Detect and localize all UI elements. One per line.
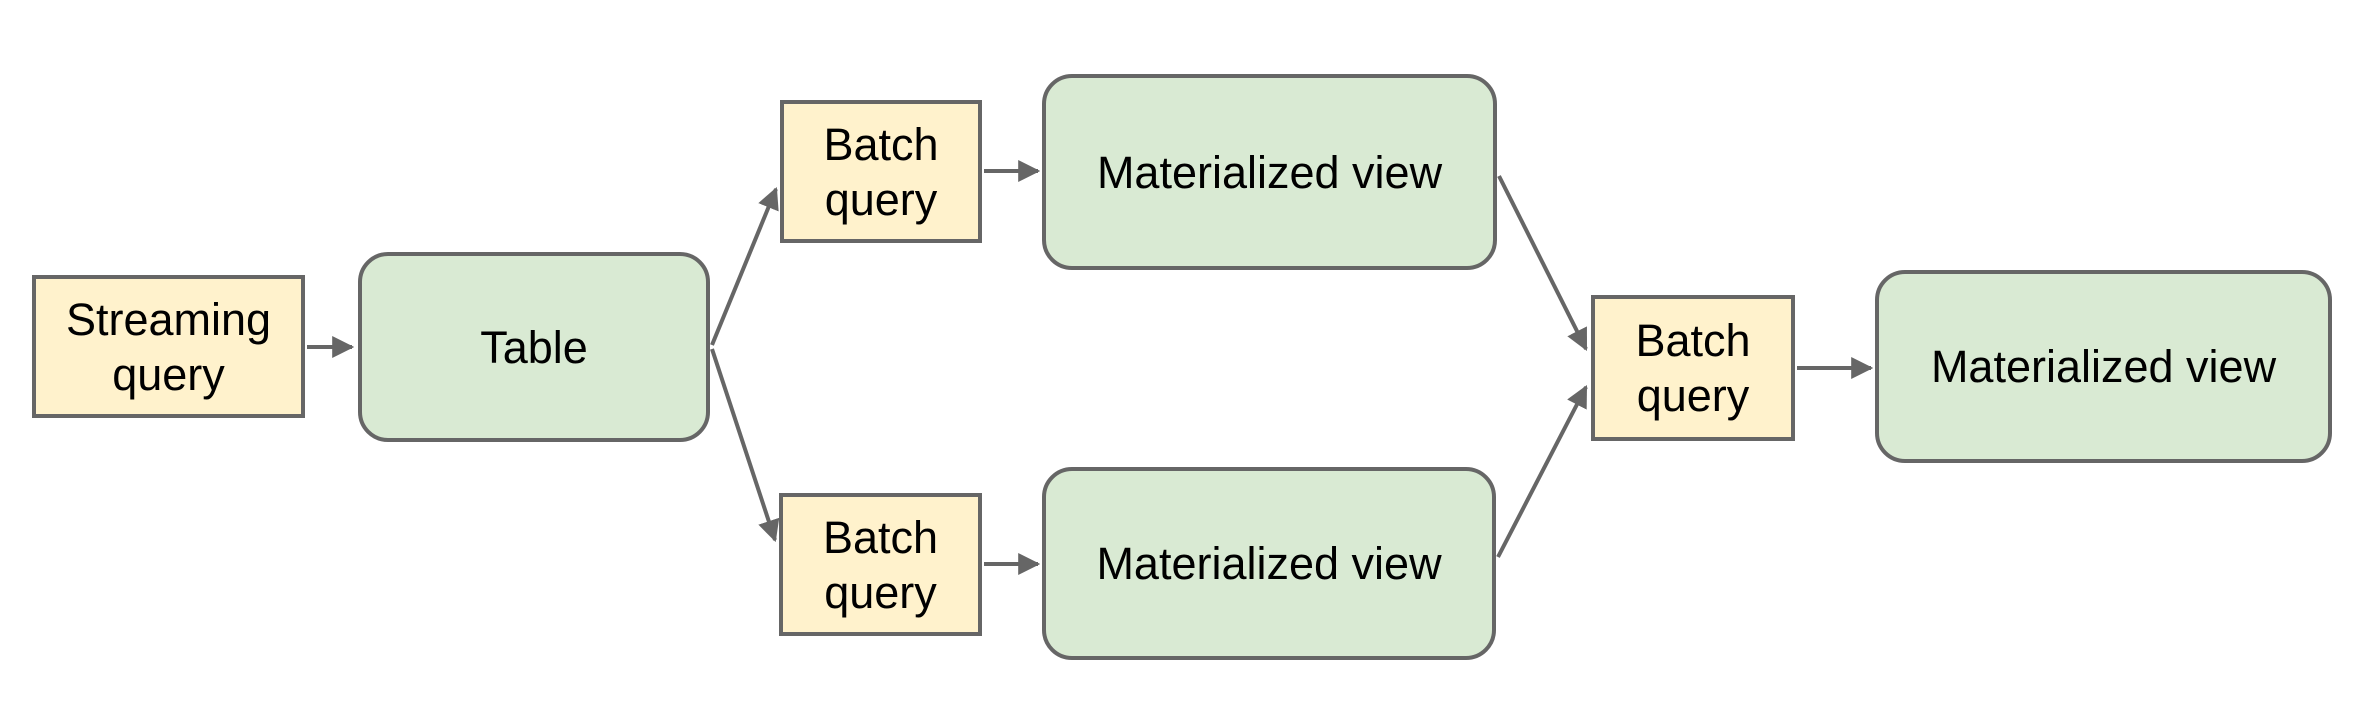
edge-mv-top-to-batch-final xyxy=(1497,175,1588,351)
node-batch-query-bottom-label: Batch query xyxy=(822,511,939,618)
node-batch-query-top-label: Batch query xyxy=(823,118,939,225)
node-streaming-query: Streaming query xyxy=(32,275,305,418)
node-batch-query-final-label: Batch query xyxy=(1635,315,1751,421)
node-batch-query-bottom: Batch query xyxy=(779,493,982,636)
edge-table-to-batch-bottom xyxy=(710,348,780,543)
node-streaming-query-label: Streaming query xyxy=(65,293,272,400)
node-materialized-view-bottom: Materialized view xyxy=(1042,467,1496,660)
edge-table-to-batch-top xyxy=(710,186,779,346)
edge-mv-bottom-to-batch-final xyxy=(1496,385,1588,558)
node-table-label: Table xyxy=(480,321,588,373)
node-materialized-view-final: Materialized view xyxy=(1875,270,2332,463)
node-materialized-view-bottom-label: Materialized view xyxy=(1096,538,1442,589)
node-materialized-view-top-label: Materialized view xyxy=(1096,146,1443,198)
node-table: Table xyxy=(358,252,710,442)
node-batch-query-top: Batch query xyxy=(780,100,982,243)
node-materialized-view-top: Materialized view xyxy=(1042,74,1497,270)
node-materialized-view-final-label: Materialized view xyxy=(1930,341,2277,392)
node-batch-query-final: Batch query xyxy=(1591,295,1795,441)
